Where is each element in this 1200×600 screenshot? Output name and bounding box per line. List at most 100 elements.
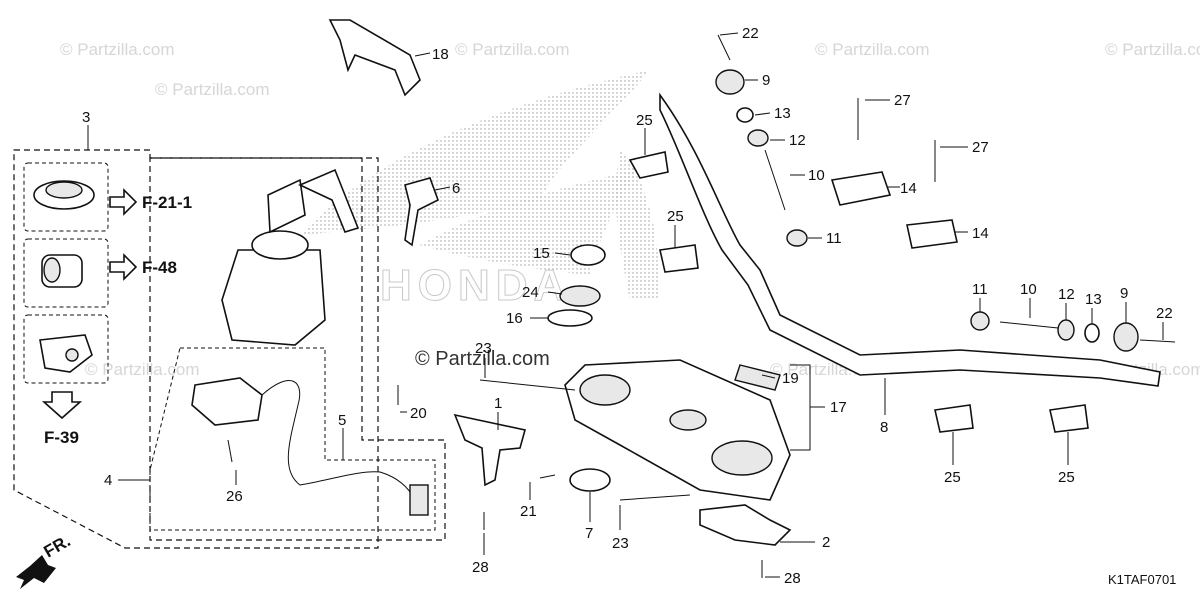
arrow-right-icon: [109, 253, 138, 281]
leader-lines: [87, 32, 1164, 578]
callout-24: 24: [522, 284, 539, 301]
callout-26: 26: [226, 488, 243, 505]
watermark-text: © Partzilla.com: [455, 40, 570, 59]
callout-labels: 18 3 6 4 5 20 26 15 24 16 23 1 21 7 23 2…: [82, 25, 1173, 587]
bolt-21-icon: [539, 474, 556, 479]
clamp-25-icon: [659, 244, 699, 273]
inset-box-seat-lock: [23, 238, 109, 308]
watermark-text: © Partzilla.com: [60, 40, 175, 59]
callout-28-left: 28: [472, 559, 489, 576]
cap-15-icon: [570, 244, 606, 266]
washer-19-icon: [734, 364, 781, 391]
band-7-icon: [569, 468, 611, 492]
watermark-text: © Partzilla.com: [155, 80, 270, 99]
bracket-18-icon: [328, 19, 421, 97]
clamp-25-icon: [1049, 404, 1089, 433]
callout-28-right: 28: [784, 570, 801, 587]
callout-12-left: 12: [789, 132, 806, 149]
key-icon: [404, 177, 439, 247]
diagram-code: K1TAF0701: [1108, 572, 1176, 587]
callout-4: 4: [104, 472, 112, 489]
arrow-down-icon: [41, 391, 83, 420]
bridge-clamp-left: [579, 374, 631, 406]
ref-fuel-cap: F-21-1: [142, 193, 192, 212]
arrow-right-icon: [109, 188, 138, 216]
spare-key-icon: [298, 168, 360, 233]
weight-9-left-icon: [715, 69, 745, 95]
wire-harness: [261, 380, 416, 501]
callout-25-c: 25: [944, 469, 961, 486]
watermark-text: © Partzilla.com: [815, 40, 930, 59]
callout-14-bottom: 14: [972, 225, 989, 242]
callout-13-right: 13: [1085, 291, 1102, 308]
clamp-25-icon: [934, 404, 974, 433]
ignition-switch-body: [221, 249, 326, 346]
ref-latch: F-39: [44, 428, 79, 447]
holder-14-bottom-icon: [906, 219, 958, 249]
rubber-12-left-icon: [747, 129, 769, 147]
callout-14-top: 14: [900, 180, 917, 197]
weight-10-right-icon: [999, 321, 1059, 329]
callout-9-left: 9: [762, 72, 770, 89]
callout-7: 7: [585, 525, 593, 542]
key-6-group: [404, 177, 439, 247]
callout-9-right: 9: [1120, 285, 1128, 302]
nut-11-right-icon: [970, 311, 990, 331]
callout-19: 19: [782, 370, 799, 387]
bracket-2-icon: [699, 504, 792, 546]
fuel-cap-lock-icon: [45, 181, 83, 199]
handlebar-group: [628, 34, 1176, 433]
callout-5: 5: [338, 412, 346, 429]
collar-13-right-icon: [1084, 323, 1100, 343]
ignition-key-icon: [267, 178, 306, 234]
screw-26-icon: [227, 439, 233, 463]
bridge-clamp-right: [711, 440, 773, 476]
honda-wordmark: HONDA: [380, 261, 571, 310]
honda-wing-logo: HONDA: [300, 70, 660, 311]
latch-pin-icon: [65, 348, 79, 362]
front-label: FR.: [41, 531, 74, 561]
callout-25-b: 25: [667, 208, 684, 225]
lock-cylinder-icon: [191, 377, 263, 426]
clamp-25-icon: [628, 151, 669, 179]
nut-11-left-icon: [786, 229, 808, 247]
callout-27-top: 27: [894, 92, 911, 109]
callout-16: 16: [506, 310, 523, 327]
front-arrow-icon: [16, 555, 56, 589]
callout-18: 18: [432, 46, 449, 63]
callout-10-left: 10: [808, 167, 825, 184]
nut-24-icon: [559, 285, 601, 307]
handlebar-icon: [659, 92, 1161, 387]
callout-22-right: 22: [1156, 305, 1173, 322]
weight-9-right-icon: [1113, 322, 1139, 352]
ignition-kit-outline: [149, 157, 446, 541]
callout-12-right: 12: [1058, 286, 1075, 303]
callout-13-left: 13: [774, 105, 791, 122]
watermark-center-text: © Partzilla.com: [415, 348, 550, 370]
callout-15: 15: [533, 245, 550, 262]
callout-22-left: 22: [742, 25, 759, 42]
callout-1: 1: [494, 395, 502, 412]
watermark-text: © Partzilla.com: [85, 360, 200, 379]
screw-22-right-icon: [1139, 339, 1176, 343]
bracket-1-icon: [453, 413, 526, 487]
callout-2: 2: [822, 534, 830, 551]
weight-10-left-icon: [764, 149, 786, 211]
callout-27-bottom: 27: [972, 139, 989, 156]
callout-17: 17: [830, 399, 847, 416]
callout-20: 20: [410, 405, 427, 422]
callout-10-right: 10: [1020, 281, 1037, 298]
collar-13-left-icon: [736, 107, 754, 123]
bolt-23-top-icon: [479, 379, 576, 391]
ref-seat-lock: F-48: [142, 258, 177, 277]
callout-3: 3: [82, 109, 90, 126]
bolt-23-bottom-icon: [619, 494, 691, 501]
callout-11-left: 11: [826, 230, 842, 247]
inset-box-latch: [23, 314, 109, 384]
seat-lock-face-icon: [43, 257, 61, 283]
screw-22-left-icon: [717, 34, 731, 61]
fork-top-bridge-group: [397, 244, 792, 578]
watermark-text: © Partzilla.com: [1105, 40, 1200, 59]
connector-icon: [409, 484, 429, 516]
